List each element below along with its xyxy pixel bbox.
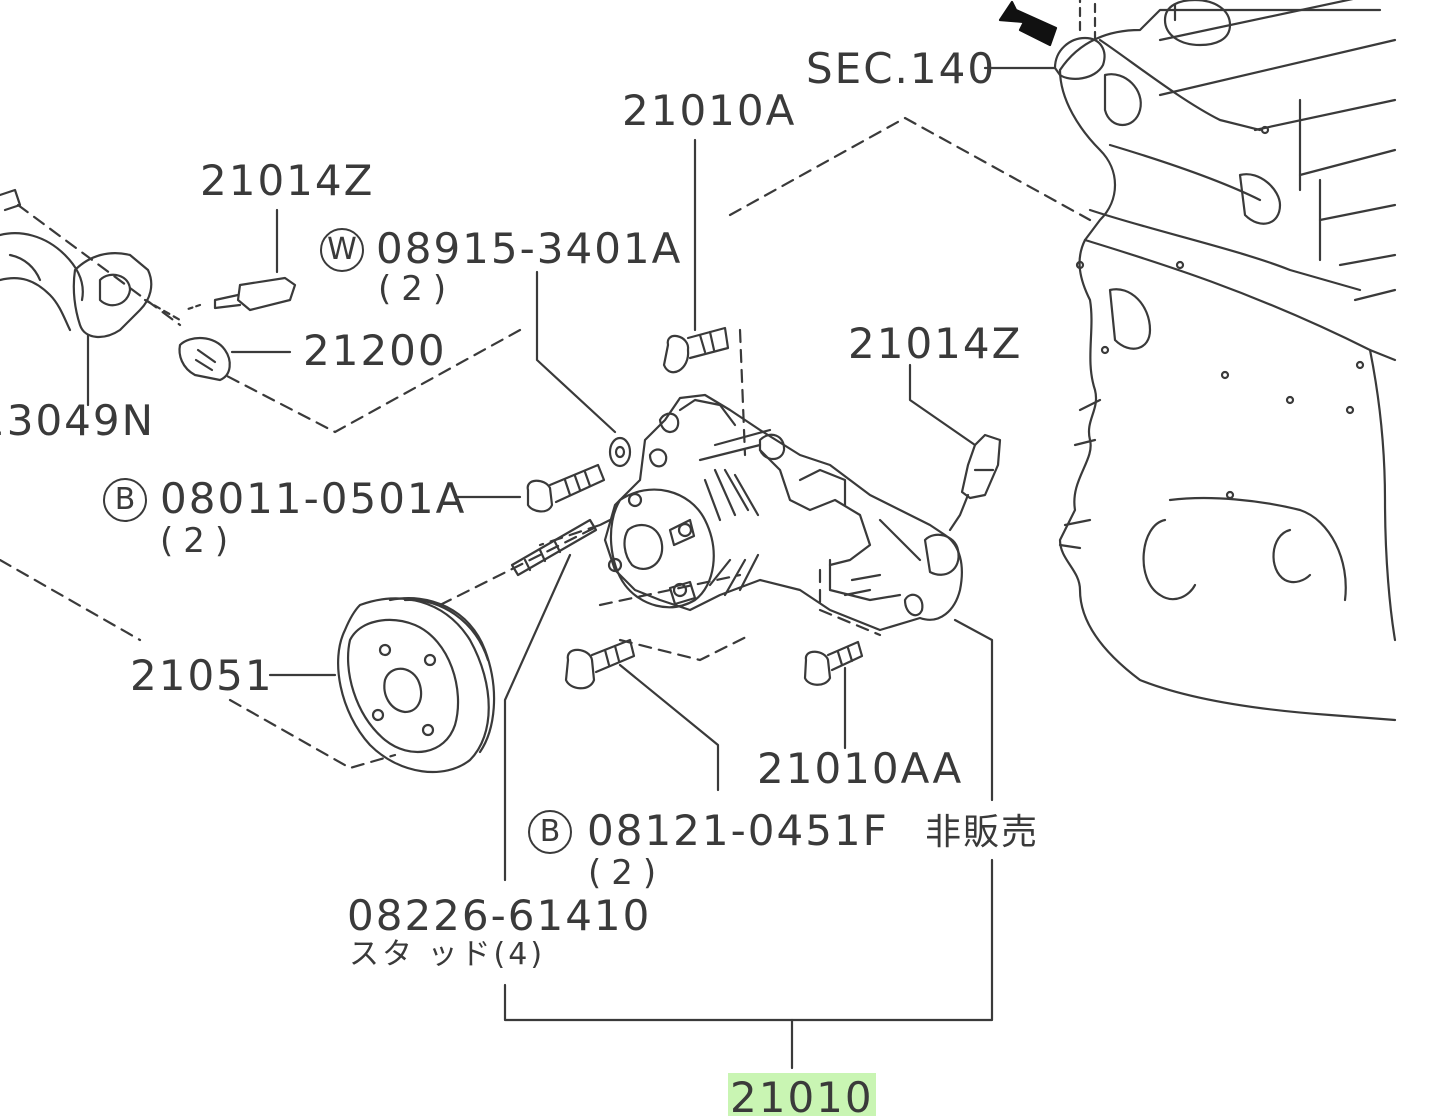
- pulley-21051-illustration: [337, 597, 496, 774]
- bolt-21010aa-illustration: [803, 640, 864, 686]
- water-outlet-illustration: [0, 188, 153, 407]
- bolt-symbol-b-1: B: [103, 478, 147, 522]
- bolt-symbol-b-2: B: [528, 810, 572, 854]
- arrow-up-left-icon: [998, 0, 1058, 47]
- label-part-21010aa: 21010AA: [757, 744, 964, 793]
- label-part-21014z-left: 21014Z: [200, 156, 375, 205]
- label-qty-08011: (2): [160, 521, 239, 561]
- label-part-21014z-right: 21014Z: [848, 319, 1023, 368]
- label-part-21051: 21051: [130, 651, 274, 700]
- stud-08226-illustration: [510, 518, 598, 577]
- label-qty-08121: (2): [588, 853, 667, 893]
- leader-lines: [268, 138, 994, 1070]
- label-not-for-sale: 非販売: [925, 812, 1040, 853]
- label-part-08915-3401a: 08915-3401A: [376, 224, 683, 273]
- label-part-21200: 21200: [303, 326, 447, 375]
- label-part-13049n: 13049N: [0, 396, 156, 445]
- label-part-21010[interactable]: 21010: [728, 1073, 876, 1116]
- dashed-outlines: [0, 116, 1092, 770]
- label-part-21010a: 21010A: [622, 86, 797, 135]
- engine-block-illustration: [1058, 0, 1397, 722]
- gasket-21200-illustration: [143, 298, 292, 382]
- bolt-08011-illustration: [526, 463, 606, 513]
- label-sec-140: SEC.140: [806, 44, 997, 93]
- label-qty-08915: (2): [378, 269, 457, 309]
- label-stud-qty: スタ ッド(4): [349, 937, 546, 972]
- stud-body-illustration: [668, 518, 697, 606]
- label-part-08121-0451f: 08121-0451F: [587, 806, 889, 855]
- sec140-leader: [983, 0, 1106, 80]
- highlighted-part-number: 21010: [728, 1073, 876, 1116]
- label-part-08011-0501a: 08011-0501A: [160, 474, 467, 523]
- washer-symbol-w: W: [320, 228, 364, 272]
- label-part-08226-61410: 08226-61410: [347, 891, 652, 940]
- bolt-08121-illustration: [564, 638, 636, 690]
- water-pump-illustration: [603, 326, 1002, 632]
- sensor-21014z-left-illustration: [183, 208, 297, 312]
